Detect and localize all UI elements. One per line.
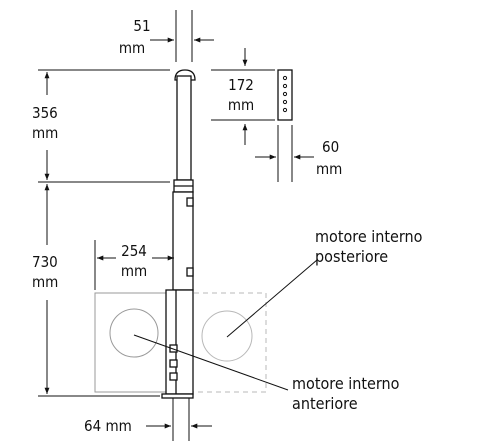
dim-lower-height [38,184,160,397]
detail-width-unit: mm [316,160,342,178]
detail-height-value: 172 [228,76,254,94]
footprint-width-unit: mm [121,262,147,280]
rear-motor-leader-line [226,259,318,338]
dim-detail-height [211,48,275,145]
rear-motor-label-line1: motore interno [315,227,423,246]
upper-height-unit: mm [32,124,58,142]
dim-bottom-width [146,398,212,441]
front-motor-leader-line [133,334,289,391]
front-motor-label-line2: anteriore [292,394,358,413]
bottom-width-label: 64 mm [84,417,132,435]
top-width-unit: mm [119,39,145,57]
dim-detail-width [255,125,314,182]
detail-width-value: 60 [322,138,339,156]
dim-footprint-width [94,240,174,290]
rear-motor-footprint [184,292,267,393]
dim-upper-height [38,69,170,183]
pole-column [161,69,196,399]
lower-height-value: 730 [32,253,58,271]
front-motor-label-line1: motore interno [292,374,400,393]
footprint-width-value: 254 [121,242,147,260]
dim-top-width [150,10,214,62]
rear-motor-label-line2: posteriore [315,247,388,266]
lower-height-unit: mm [32,273,58,291]
detail-height-unit: mm [228,96,254,114]
upper-height-value: 356 [32,104,58,122]
detail-bracket [277,69,293,121]
top-width-value: 51 [133,17,150,35]
